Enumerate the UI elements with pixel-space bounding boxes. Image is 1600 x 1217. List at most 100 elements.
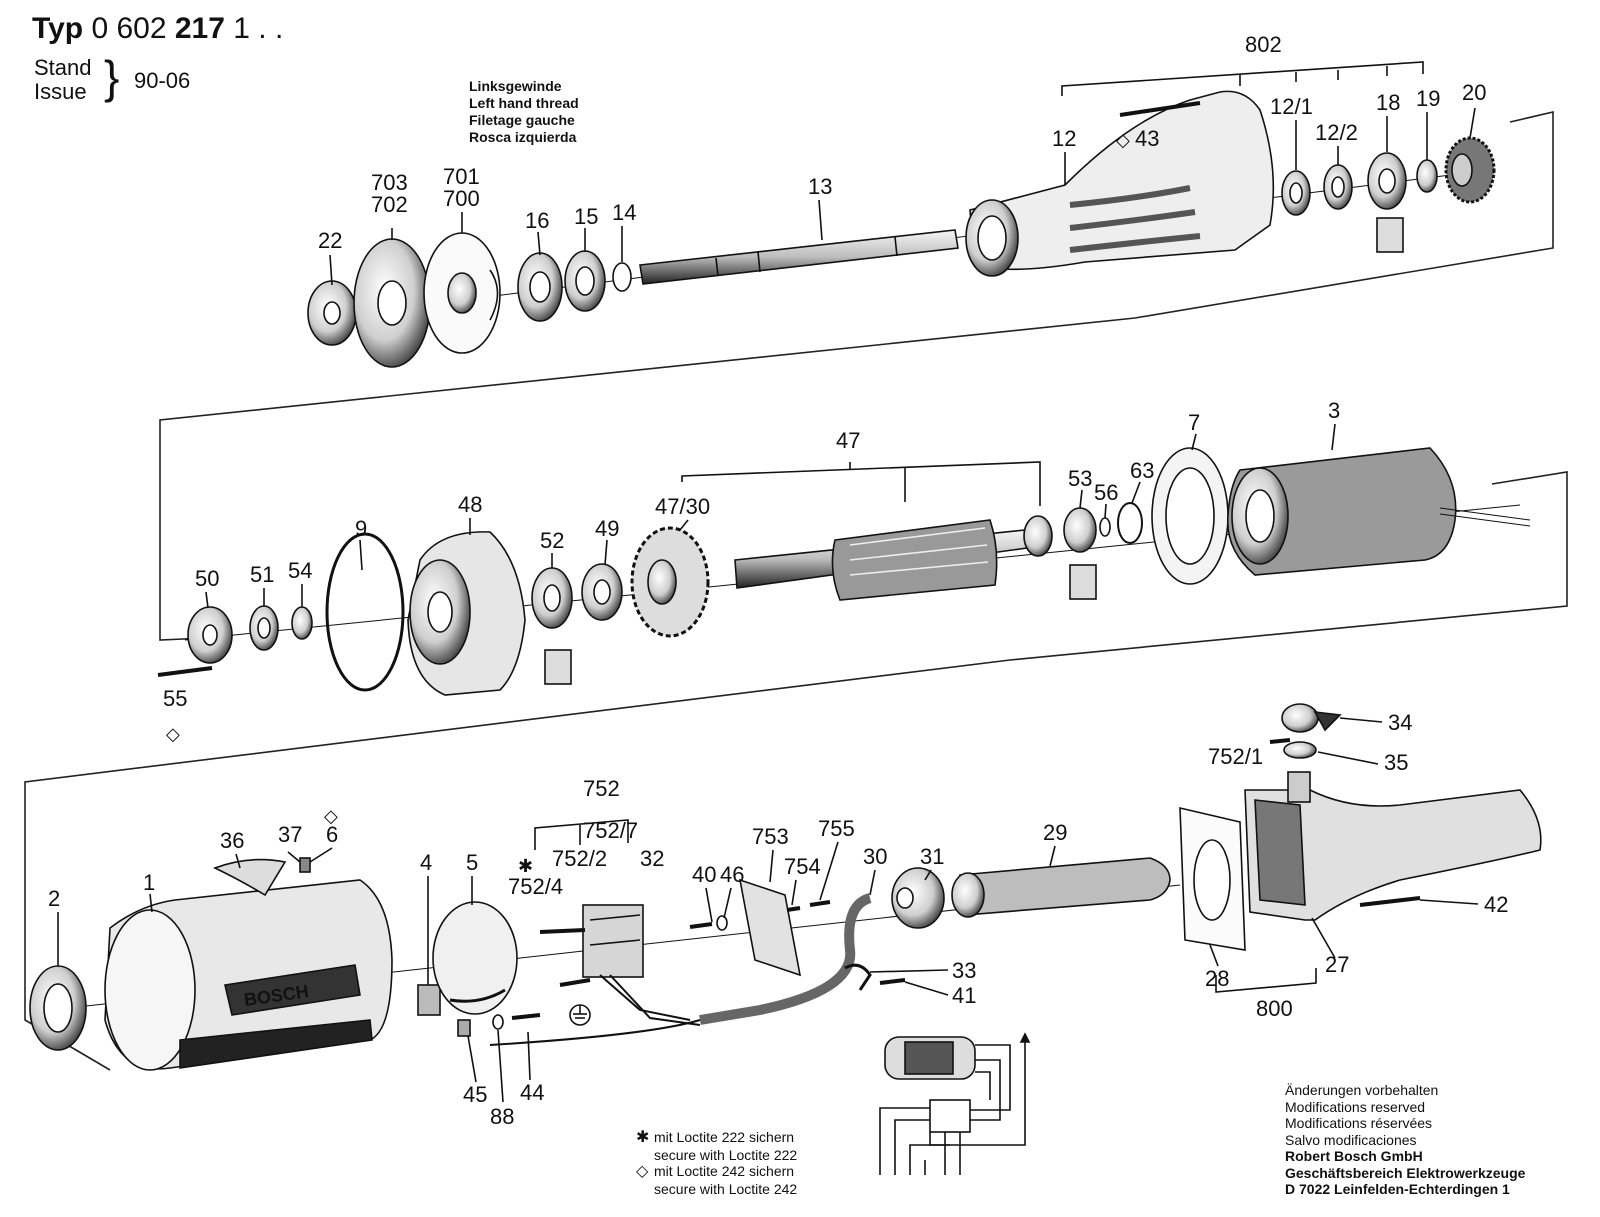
part-54 <box>291 606 313 640</box>
label-51: 51 <box>250 562 274 587</box>
imprint-line: Modifications reserved <box>1285 1098 1426 1115</box>
part-33 <box>844 963 872 991</box>
star-symbol-icon: ✱ <box>518 856 533 876</box>
label-35: 35 <box>1384 750 1408 775</box>
label-42: 42 <box>1484 892 1508 917</box>
frame-row3 <box>24 980 111 1071</box>
label-752-2: 752/2 <box>552 846 607 871</box>
label-12-2: 12/2 <box>1315 120 1358 145</box>
lh-line: Left hand thread <box>469 95 579 111</box>
part-40 <box>689 922 713 929</box>
label-43: 43 <box>1135 126 1159 151</box>
label-27: 27 <box>1325 952 1349 977</box>
label-703: 703 <box>371 170 408 195</box>
loctite-line-4: secure with Loctite 242 <box>654 1180 798 1197</box>
label-702: 702 <box>371 192 408 217</box>
grease-pack-52 <box>544 649 572 685</box>
stand-value: 90-06 <box>134 68 191 93</box>
label-52: 52 <box>540 528 564 553</box>
part-42 <box>1359 896 1421 907</box>
left-hand-thread-note: Linksgewinde Left hand thread Filetage g… <box>469 78 579 146</box>
lh-line: Rosca izquierda <box>469 129 577 145</box>
part-12 <box>969 90 1275 271</box>
label-15: 15 <box>574 204 598 229</box>
label-752-4: 752/4 <box>508 874 563 899</box>
loctite-line-3: mit Loctite 242 sichern <box>654 1163 795 1179</box>
label-49: 49 <box>595 516 619 541</box>
imprint-block: Änderungen vorbehalten Modifications res… <box>1285 1082 1525 1198</box>
label-40: 40 <box>692 862 716 887</box>
imprint-address: D 7022 Leinfelden-Echterdingen 1 <box>1285 1181 1510 1197</box>
part-35 <box>1283 741 1317 759</box>
label-3: 3 <box>1328 398 1340 423</box>
part-30 <box>699 893 872 1025</box>
part-27 <box>1244 789 1542 921</box>
ground-symbol-icon <box>569 1004 591 1026</box>
label-752-7: 752/7 <box>583 818 638 843</box>
label-19: 19 <box>1416 86 1440 111</box>
part-34 <box>1281 703 1319 733</box>
typ-number-a: 0 602 <box>91 12 167 45</box>
frame-row2 <box>24 471 1568 980</box>
label-28: 28 <box>1205 966 1229 991</box>
typ-label: Typ <box>32 12 84 45</box>
typ-suffix: 1 . . <box>233 12 284 45</box>
label-755: 755 <box>818 816 855 841</box>
imprint-division: Geschäftsbereich Elektrowerkzeuge <box>1285 1164 1526 1181</box>
part-46 <box>716 915 728 931</box>
star-symbol-icon: ✱ <box>636 1129 650 1146</box>
imprint-line: Salvo modificaciones <box>1285 1131 1417 1148</box>
label-800: 800 <box>1256 996 1293 1021</box>
part-753 <box>738 878 802 977</box>
label-29: 29 <box>1043 820 1067 845</box>
label-5: 5 <box>466 850 478 875</box>
label-34: 34 <box>1388 710 1412 735</box>
part-43 <box>1119 101 1201 117</box>
label-36: 36 <box>220 828 244 853</box>
typ-number-b: 217 <box>174 12 225 45</box>
part-56 <box>1099 517 1111 537</box>
part-5 <box>432 901 518 1015</box>
part-53 <box>1023 515 1053 557</box>
label-9: 9 <box>355 516 367 541</box>
diamond-symbol-icon: ◇ <box>324 806 338 826</box>
label-46: 46 <box>720 862 744 887</box>
housing-brand-plate <box>224 964 361 1016</box>
part-36 <box>212 858 287 897</box>
label-752: 752 <box>583 776 620 801</box>
label-20: 20 <box>1462 80 1486 105</box>
loctite-line-1: mit Loctite 222 sichern <box>654 1129 795 1145</box>
label-22: 22 <box>318 228 342 253</box>
label-54: 54 <box>288 558 312 583</box>
label-753: 753 <box>752 824 789 849</box>
part-13 <box>639 229 959 285</box>
lh-line: Linksgewinde <box>469 78 562 94</box>
diamond-symbol-icon: ◇ <box>636 1163 649 1180</box>
part-4 <box>417 984 441 1016</box>
part-755 <box>809 900 831 907</box>
label-44: 44 <box>520 1080 544 1105</box>
label-88: 88 <box>490 1104 514 1129</box>
label-63: 63 <box>1130 458 1154 483</box>
label-53: 53 <box>1068 466 1092 491</box>
part-3 <box>1226 447 1457 576</box>
part-19 <box>1416 159 1438 193</box>
imprint-line: Modifications réservées <box>1285 1115 1433 1131</box>
label-16: 16 <box>525 208 549 233</box>
stand-issue-labels: Stand Issue <box>34 56 92 104</box>
grease-pack-53 <box>1069 564 1097 600</box>
label-37: 37 <box>278 822 302 847</box>
label-41: 41 <box>952 983 976 1008</box>
part-29 <box>959 857 1171 916</box>
label-50: 50 <box>195 566 219 591</box>
label-48: 48 <box>458 492 482 517</box>
label-31: 31 <box>920 844 944 869</box>
loctite-line-2: secure with Loctite 222 <box>654 1146 798 1163</box>
lh-line: Filetage gauche <box>469 112 575 128</box>
brace-icon: } <box>104 51 120 103</box>
part-6 <box>299 857 311 873</box>
frame-row1 <box>159 110 1554 641</box>
label-47-30: 47/30 <box>655 494 710 519</box>
